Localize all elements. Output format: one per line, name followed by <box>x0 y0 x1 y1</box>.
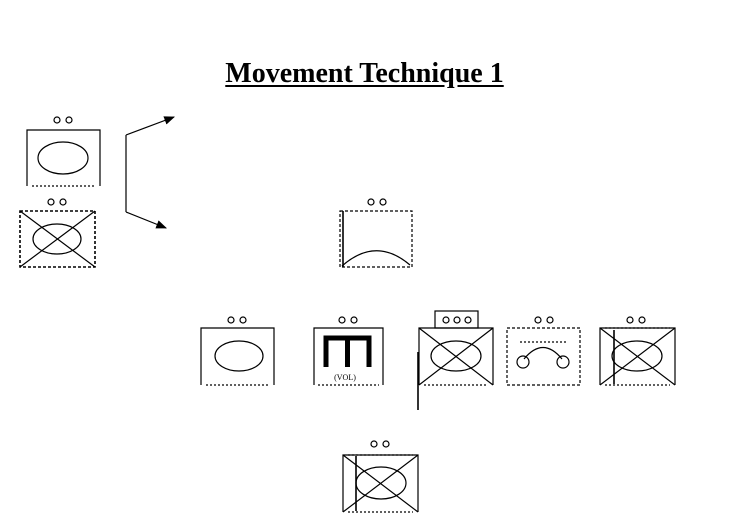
unit-dashed-arc-row-4 <box>506 316 581 386</box>
unit-crossed-row-5 <box>599 316 676 386</box>
vol-label: (VOL) <box>334 373 356 382</box>
unit-solid-row-1 <box>200 316 275 386</box>
unit-crossed-bottom <box>342 440 419 513</box>
unit-dashed-arc-center <box>339 198 413 268</box>
unit-vol-row-2: (VOL) <box>313 316 384 386</box>
unit-crossed-capped-row-3 <box>417 310 494 410</box>
unit-crossed-left <box>19 198 96 268</box>
unit-solid-top-left <box>26 116 101 187</box>
page-title: Movement Technique 1 <box>225 58 504 89</box>
fork-arrows <box>125 116 176 229</box>
